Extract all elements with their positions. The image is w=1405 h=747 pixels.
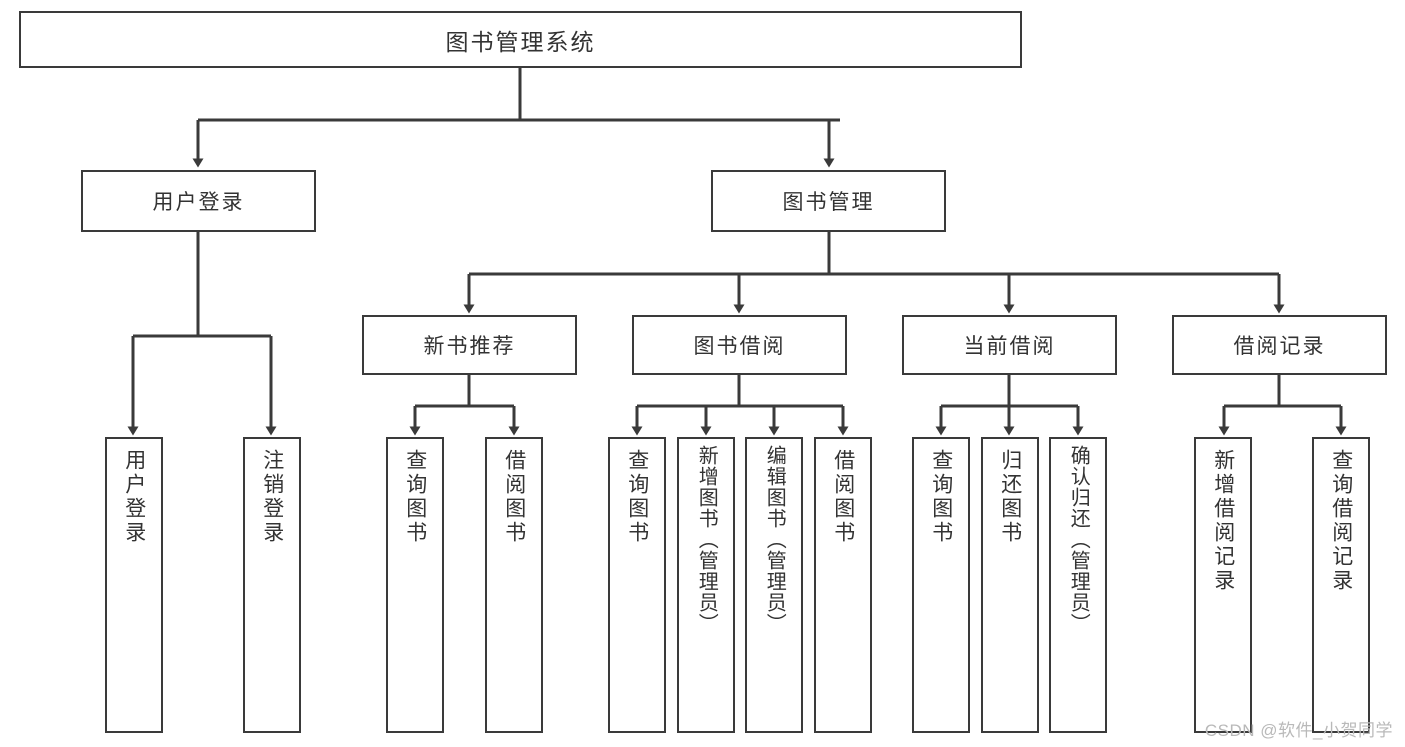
node-label: 查询图书 (625, 449, 649, 545)
node-leaf-user-login[interactable]: 用户登录 (105, 437, 163, 733)
node-book-borrow[interactable]: 图书借阅 (632, 315, 847, 375)
csdn-watermark: CSDN @软件_小贺同学 (1204, 721, 1393, 740)
node-leaf-confirm-return[interactable]: 确认归还（管理员） (1049, 437, 1107, 733)
node-label: 新增图书（管理员） (695, 445, 718, 634)
node-new-book-recommend[interactable]: 新书推荐 (362, 315, 577, 375)
node-leaf-query-book-1[interactable]: 查询图书 (386, 437, 444, 733)
node-leaf-add-record[interactable]: 新增借阅记录 (1194, 437, 1252, 733)
node-label: 新增借阅记录 (1211, 449, 1235, 593)
node-leaf-borrow-book-2[interactable]: 借阅图书 (814, 437, 872, 733)
node-label: 查询图书 (403, 449, 427, 545)
node-label: 查询图书 (929, 449, 953, 545)
node-label: 借阅图书 (502, 449, 526, 545)
node-label: 图书管理系统 (445, 28, 596, 55)
node-label: 归还图书 (998, 449, 1022, 545)
node-label: 图书管理 (782, 191, 875, 214)
node-label: 借阅图书 (831, 449, 855, 545)
node-label: 查询借阅记录 (1329, 449, 1353, 593)
node-label: 注销登录 (260, 449, 284, 545)
node-label: 图书借阅 (693, 335, 786, 358)
node-leaf-query-book-2[interactable]: 查询图书 (608, 437, 666, 733)
node-label: 新书推荐 (423, 335, 516, 358)
node-user-login[interactable]: 用户登录 (81, 170, 316, 232)
node-book-manage[interactable]: 图书管理 (711, 170, 946, 232)
node-label: 用户登录 (122, 449, 146, 545)
node-leaf-borrow-book-1[interactable]: 借阅图书 (485, 437, 543, 733)
node-leaf-add-book[interactable]: 新增图书（管理员） (677, 437, 735, 733)
node-current-borrow[interactable]: 当前借阅 (902, 315, 1117, 375)
node-root-system[interactable]: 图书管理系统 (19, 11, 1022, 68)
node-leaf-query-book-3[interactable]: 查询图书 (912, 437, 970, 733)
node-label: 借阅记录 (1233, 335, 1326, 358)
node-borrow-record[interactable]: 借阅记录 (1172, 315, 1387, 375)
node-label: 用户登录 (152, 191, 245, 214)
node-leaf-edit-book[interactable]: 编辑图书（管理员） (745, 437, 803, 733)
node-leaf-return-book[interactable]: 归还图书 (981, 437, 1039, 733)
node-leaf-query-record[interactable]: 查询借阅记录 (1312, 437, 1370, 733)
node-label: 编辑图书（管理员） (763, 445, 786, 634)
node-label: 当前借阅 (963, 335, 1056, 358)
node-label: 确认归还（管理员） (1067, 445, 1090, 634)
node-leaf-logout-login[interactable]: 注销登录 (243, 437, 301, 733)
